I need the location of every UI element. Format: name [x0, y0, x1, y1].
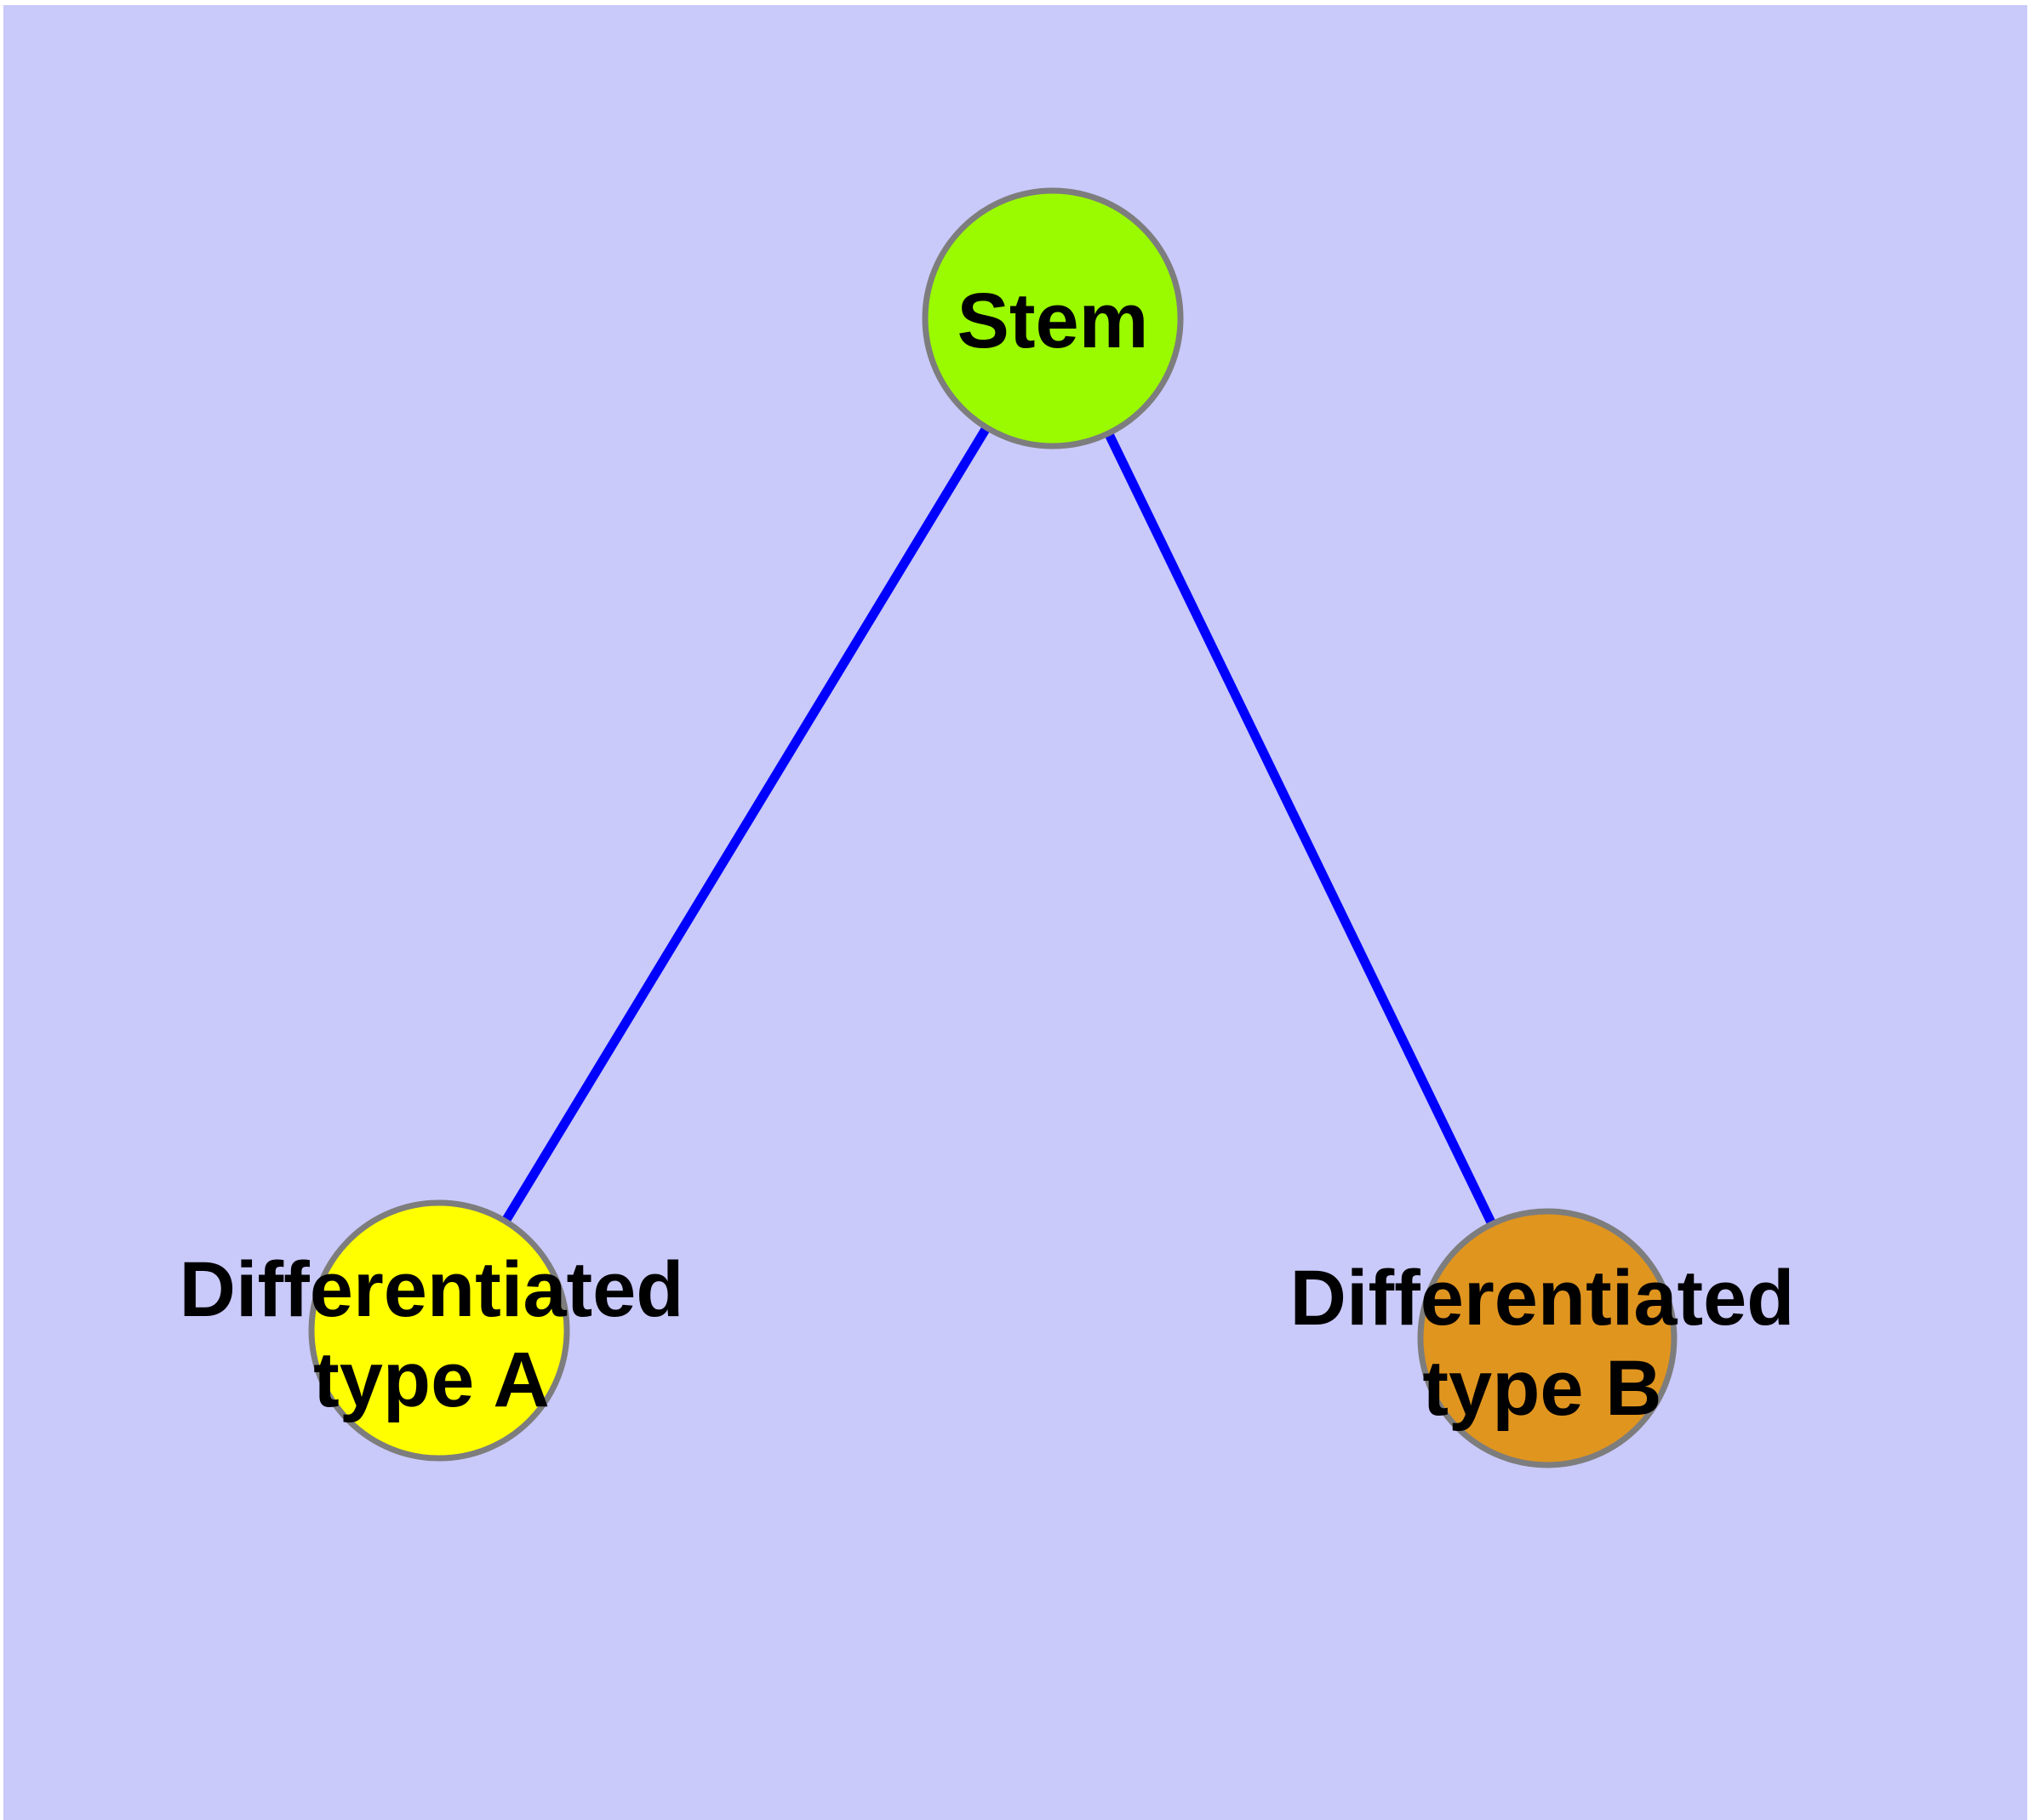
node-type-b-circle	[1417, 1208, 1677, 1468]
edge-stem-to-type-a	[435, 316, 1057, 1333]
edge-stem-to-type-b	[1049, 316, 1552, 1341]
node-stem-circle	[922, 187, 1184, 449]
node-type-a-circle	[308, 1199, 570, 1462]
